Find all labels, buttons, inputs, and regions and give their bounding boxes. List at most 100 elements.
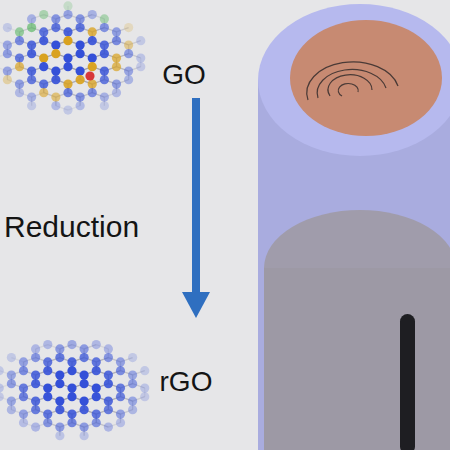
atom: [39, 36, 48, 45]
atom: [15, 79, 24, 88]
atom: [112, 53, 121, 62]
atom: [67, 383, 76, 392]
atom: [39, 10, 48, 19]
atom: [92, 357, 101, 366]
spiral-pattern: [307, 62, 398, 100]
copper-disk: [290, 20, 442, 136]
atom: [80, 379, 89, 388]
atom: [55, 370, 64, 379]
atom: [112, 36, 121, 45]
atom: [27, 66, 36, 75]
label: rGO: [160, 367, 213, 398]
atom: [124, 40, 133, 49]
atom: [67, 366, 76, 375]
atom: [43, 357, 52, 366]
atom: [76, 66, 85, 75]
atom: [55, 422, 64, 431]
atom: [104, 353, 113, 362]
atom: [88, 88, 97, 97]
atom: [7, 370, 16, 379]
atom: [140, 366, 149, 375]
atom: [0, 392, 4, 401]
atom: [76, 75, 85, 84]
atom: [104, 405, 113, 414]
atom: [124, 75, 133, 84]
atom: [88, 36, 97, 45]
atom: [88, 10, 97, 19]
atom: [124, 49, 133, 58]
atom: [31, 344, 40, 353]
atom: [51, 14, 60, 23]
atom: [39, 62, 48, 71]
atom: [19, 366, 28, 375]
atom: [15, 36, 24, 45]
atom: [100, 75, 109, 84]
atom: [92, 366, 101, 375]
atom: [136, 62, 145, 71]
reduction-arrow: [182, 98, 210, 318]
atom: [27, 14, 36, 23]
atom: [7, 405, 16, 414]
atom: [39, 27, 48, 36]
atom: [92, 409, 101, 418]
atom: [19, 409, 28, 418]
atom: [39, 53, 48, 62]
atom: [104, 370, 113, 379]
atom: [76, 101, 85, 110]
atom: [80, 422, 89, 431]
atom: [63, 88, 72, 97]
atom: [51, 66, 60, 75]
atom: [116, 366, 125, 375]
atom: [51, 75, 60, 84]
atom: [0, 383, 4, 392]
atom: [31, 422, 40, 431]
atom: [27, 92, 36, 101]
atom: [67, 409, 76, 418]
atom: [88, 62, 97, 71]
atom: [104, 422, 113, 431]
atom: [55, 379, 64, 388]
atom: [51, 49, 60, 58]
atom: [116, 392, 125, 401]
atom: [80, 344, 89, 353]
atom: [76, 92, 85, 101]
atom: [88, 53, 97, 62]
atom: [0, 366, 4, 375]
rgo-molecule: [0, 340, 149, 440]
atom: [100, 101, 109, 110]
electrode-cylinder: [258, 4, 450, 450]
atom: [15, 27, 24, 36]
atom: [7, 353, 16, 362]
atom: [19, 418, 28, 427]
atom: [27, 23, 36, 32]
atom: [31, 379, 40, 388]
atom: [128, 396, 137, 405]
atom: [31, 353, 40, 362]
atom: [104, 396, 113, 405]
atom: [39, 79, 48, 88]
atom: [27, 75, 36, 84]
atom: [15, 88, 24, 97]
atom: [51, 101, 60, 110]
atom: [3, 75, 12, 84]
atom: [140, 383, 149, 392]
atom: [104, 344, 113, 353]
atom: [27, 49, 36, 58]
atom: [43, 418, 52, 427]
atom: [128, 405, 137, 414]
atom: [7, 379, 16, 388]
atom: [67, 340, 76, 349]
atom: [100, 92, 109, 101]
atom: [80, 353, 89, 362]
atom: [63, 53, 72, 62]
atom: [27, 101, 36, 110]
atom: [67, 418, 76, 427]
atom: [116, 409, 125, 418]
atom: [3, 49, 12, 58]
atom: [100, 14, 109, 23]
atom: [63, 62, 72, 71]
electrode-rod: [400, 314, 415, 450]
atom: [92, 392, 101, 401]
atom: [63, 1, 72, 10]
atom: [31, 405, 40, 414]
